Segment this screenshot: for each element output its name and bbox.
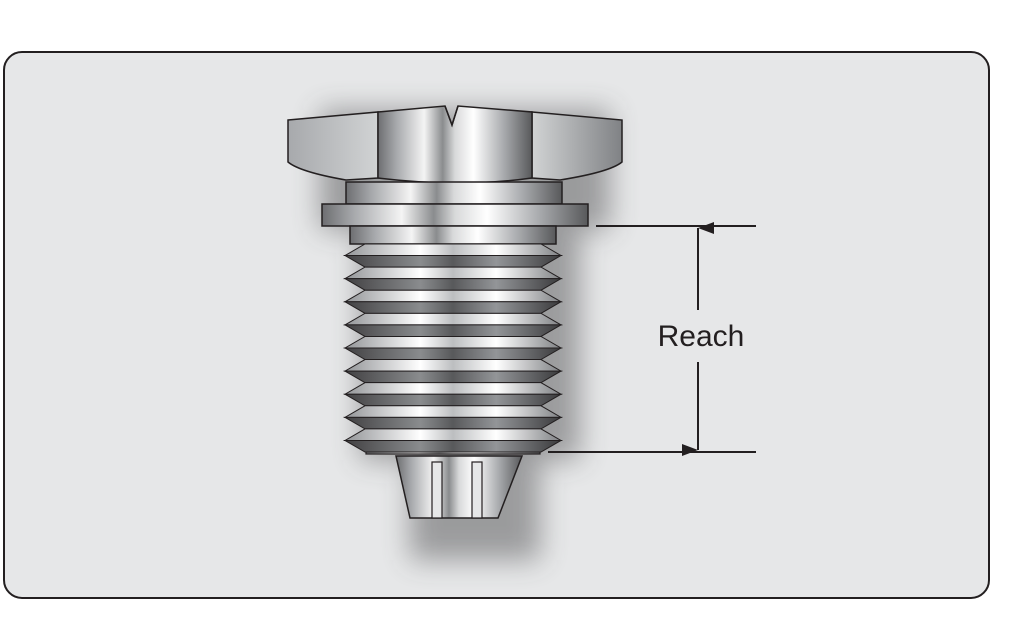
- reach-label: Reach: [658, 320, 745, 353]
- thread-ridge-top: [343, 312, 563, 326]
- thread-ridge-top: [343, 289, 563, 303]
- electrode-tip: [395, 455, 524, 519]
- break-mark-icon: [444, 105, 459, 128]
- thread-ridge-top: [343, 359, 563, 372]
- thread-ridge-bottom: [343, 255, 563, 268]
- hex-nut: [287, 105, 623, 184]
- thread-ridge-bottom: [343, 347, 563, 361]
- thread-ridge-top: [343, 382, 563, 395]
- thread-ridge-bottom: [343, 324, 563, 337]
- threads: [343, 243, 563, 453]
- plug-neck: [345, 181, 563, 205]
- gasket-washer: [321, 203, 589, 227]
- thread-ridge-bottom: [343, 370, 563, 384]
- thread-ridge-top: [343, 428, 563, 441]
- thread-ridge-bottom: [343, 439, 563, 453]
- thread-ridge-bottom: [343, 301, 563, 314]
- thread-ridge-top: [343, 405, 563, 418]
- thread-ridge-top: [343, 243, 563, 257]
- plug-shank: [349, 225, 557, 245]
- thread-ridge-bottom: [343, 393, 563, 407]
- thread-ridge-bottom: [343, 416, 563, 430]
- thread-ridge-top: [343, 335, 563, 349]
- thread-ridge-bottom: [343, 278, 563, 291]
- thread-ridge-top: [343, 266, 563, 280]
